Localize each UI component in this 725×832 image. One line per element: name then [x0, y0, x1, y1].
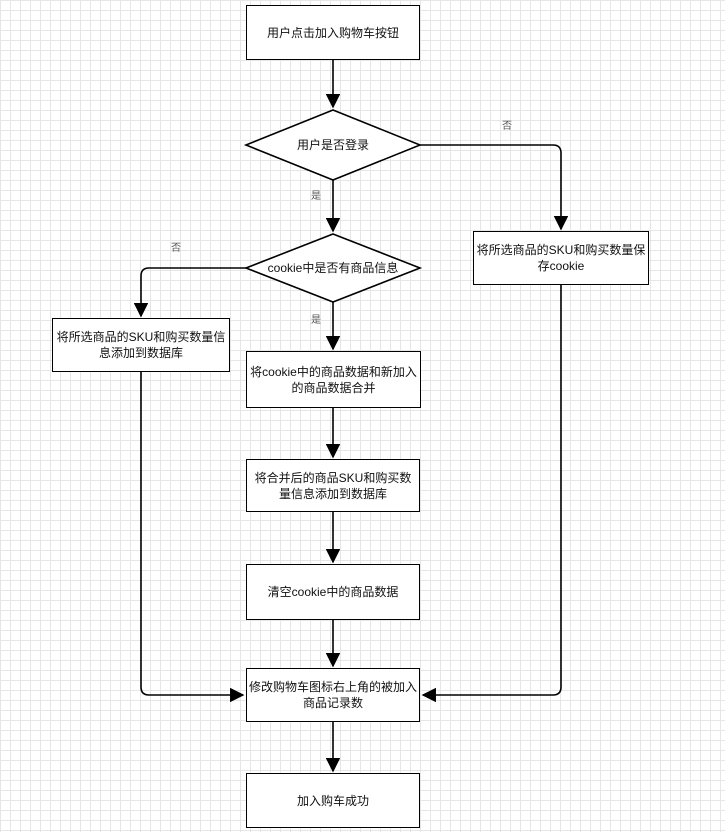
- node-success[interactable]: 加入购车成功: [246, 773, 420, 828]
- edge-login-no: [420, 144, 569, 231]
- node-cookie-has-items[interactable]: cookie中是否有商品信息: [267, 261, 399, 275]
- node-merged-to-db[interactable]: 将合并后的商品SKU和购买数量信息添加到数据库: [246, 459, 420, 512]
- node-is-logged-in[interactable]: 用户是否登录: [296, 138, 369, 152]
- edge-savecookie-to-update: [421, 285, 562, 703]
- edge-label-login-no: 否: [502, 121, 512, 132]
- edge-cookie-no: [133, 267, 246, 318]
- node-save-cookie[interactable]: 将所选商品的SKU和购买数量保存cookie: [473, 231, 649, 285]
- node-add-to-db[interactable]: 将所选商品的SKU和购买数量信息添加到数据库: [52, 318, 230, 372]
- edge-label-login-yes: 是: [311, 191, 321, 202]
- node-merge-cookie[interactable]: 将cookie中的商品数据和新加入的商品数据合并: [246, 351, 421, 408]
- edge-adddb-to-update: [140, 372, 245, 703]
- node-update-icon[interactable]: 修改购物车图标右上角的被加入商品记录数: [246, 668, 420, 722]
- node-start[interactable]: 用户点击加入购物车按钮: [246, 5, 420, 60]
- edge-label-cookie-no: 否: [171, 243, 181, 254]
- edge-label-cookie-yes: 是: [311, 315, 321, 326]
- node-clear-cookie[interactable]: 清空cookie中的商品数据: [246, 564, 420, 620]
